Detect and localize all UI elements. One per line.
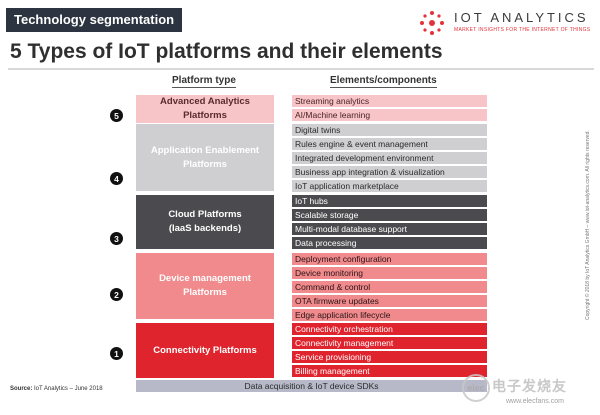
source-label: Source:: [10, 386, 33, 392]
platform-name-line1: Connectivity Platforms: [153, 344, 257, 356]
platform-name-line1: Advanced Analytics: [160, 96, 250, 107]
platform-connectivity: Connectivity Platforms: [136, 323, 274, 378]
page-title: 5 Types of IoT platforms and their eleme…: [10, 40, 443, 63]
column-header-elements: Elements/components: [330, 75, 437, 88]
platform-name-line2: (IaaS backends): [168, 223, 242, 234]
number-badge-4: 4: [110, 172, 123, 185]
platform-advanced-analytics: Advanced Analytics Platforms: [136, 95, 274, 123]
element-item: Deployment configuration: [292, 253, 487, 265]
copyright-text: Copyright © 2018 by IoT Analytics GmbH –…: [585, 130, 591, 320]
element-item: Connectivity orchestration: [292, 323, 487, 335]
element-item: Multi-modal database support: [292, 223, 487, 235]
source-text: IoT Analytics – June 2018: [34, 386, 103, 392]
number-badge-5: 5: [110, 109, 123, 122]
element-item: Data processing: [292, 237, 487, 249]
element-item: Command & control: [292, 281, 487, 293]
watermark: elec 电子发烧友 www.elecfans.com: [460, 374, 596, 412]
element-item: AI/Machine learning: [292, 109, 487, 121]
element-item: Billing management: [292, 365, 487, 377]
logo-dots-icon: [420, 11, 444, 35]
iot-analytics-logo: IOT ANALYTICS MARKET INSIGHTS FOR THE IN…: [418, 8, 596, 42]
platform-name-line2: Platforms: [183, 287, 227, 298]
platform-name-line1: Application Enablement: [150, 144, 260, 156]
element-item: Business app integration & visualization: [292, 166, 487, 178]
platform-name-line1: Device management: [159, 273, 251, 284]
logo-text: IOT ANALYTICS: [454, 10, 589, 25]
platform-device-management: Device management Platforms: [136, 253, 274, 319]
element-item: Service provisioning: [292, 351, 487, 363]
number-badge-2: 2: [110, 288, 123, 301]
watermark-text: 电子发烧友: [492, 378, 567, 394]
platform-name-line2: Platforms: [183, 110, 227, 121]
section-tag: Technology segmentation: [6, 8, 183, 32]
title-divider: [8, 68, 594, 70]
column-header-platform-type: Platform type: [172, 75, 236, 88]
platform-cloud: Cloud Platforms (IaaS backends): [136, 195, 274, 249]
element-item: IoT application marketplace: [292, 180, 487, 192]
element-item: OTA firmware updates: [292, 295, 487, 307]
platform-application-enablement: Application Enablement Platforms: [136, 124, 274, 191]
element-item: Rules engine & event management: [292, 138, 487, 150]
element-item: Scalable storage: [292, 209, 487, 221]
number-badge-1: 1: [110, 347, 123, 360]
platform-name-line2: Platforms: [183, 158, 227, 170]
element-item: Integrated development environment: [292, 152, 487, 164]
element-item: Digital twins: [292, 124, 487, 136]
element-item: Connectivity management: [292, 337, 487, 349]
element-item: Streaming analytics: [292, 95, 487, 107]
platform-name-line1: Cloud Platforms: [168, 209, 242, 220]
watermark-badge-icon: elec: [462, 374, 490, 402]
watermark-url: www.elecfans.com: [506, 398, 564, 405]
element-item: Device monitoring: [292, 267, 487, 279]
element-item: IoT hubs: [292, 195, 487, 207]
number-badge-3: 3: [110, 232, 123, 245]
source-note: Source: IoT Analytics – June 2018: [10, 386, 103, 392]
element-item: Edge application lifecycle: [292, 309, 487, 321]
logo-tagline: MARKET INSIGHTS FOR THE INTERNET OF THIN…: [454, 27, 591, 33]
base-layer-sdk: Data acquisition & IoT device SDKs: [136, 380, 487, 392]
